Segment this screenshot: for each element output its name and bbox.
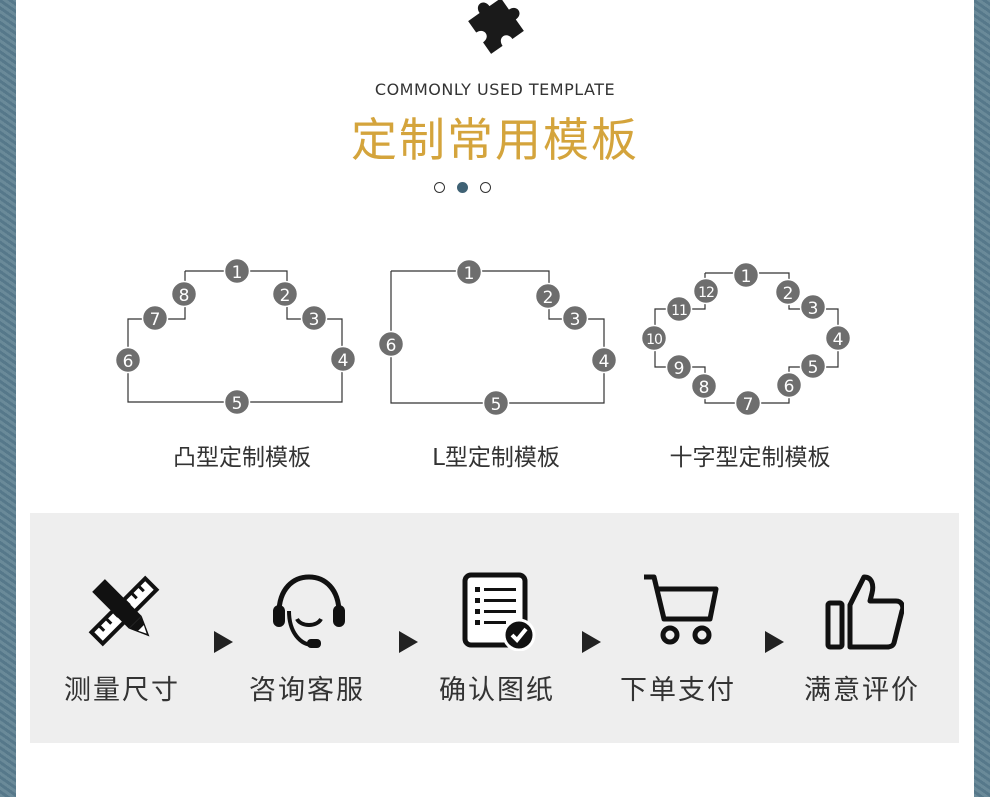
left-frame [0,0,16,797]
convex-template-label: 凸型定制模板 [173,445,311,471]
l-marker-3: 3 [561,304,589,332]
svg-text:5: 5 [491,395,502,415]
pager-dot[interactable] [480,182,491,193]
svg-text:8: 8 [699,378,710,398]
svg-text:3: 3 [570,310,581,330]
convex-marker-5: 5 [223,388,251,416]
l-marker-6: 6 [377,330,405,358]
convex-marker-2: 2 [271,280,299,308]
svg-text:2: 2 [543,288,554,308]
right-frame [974,0,990,797]
svg-text:5: 5 [808,358,819,378]
convex-marker-6: 6 [114,346,142,374]
l-template-label: L型定制模板 [432,445,560,471]
carousel-pager [434,182,491,193]
cross-marker-3: 3 [799,293,827,321]
cross-marker-4: 4 [824,324,852,352]
convex-marker-4: 4 [329,345,357,373]
svg-text:3: 3 [309,310,320,330]
cross-template-diagram: 1 2 3 4 5 6 7 8 9 10 11 12 [640,261,852,417]
pager-dot[interactable] [434,182,445,193]
convex-marker-1: 1 [223,257,251,285]
order-process-strip: 测量尺寸 咨询客服 [30,513,959,743]
l-marker-5: 5 [482,389,510,417]
step-label: 满意评价 [804,675,920,706]
cross-template-label: 十字型定制模板 [669,445,831,471]
svg-text:6: 6 [386,336,397,356]
svg-text:5: 5 [232,394,243,414]
step-pay: 下单支付 [603,513,753,743]
svg-text:2: 2 [783,284,794,304]
cross-marker-6: 6 [775,371,803,399]
section-title: 定制常用模板 [351,113,639,167]
l-template-diagram: 1 2 3 4 5 6 [377,258,618,417]
step-consult: 咨询客服 [232,513,382,743]
svg-text:3: 3 [808,299,819,319]
convex-template-diagram: 1 2 3 4 5 6 7 8 [114,257,357,416]
svg-text:11: 11 [671,303,687,319]
arrow-icon [214,631,233,653]
step-label: 确认图纸 [439,675,555,706]
cross-marker-10: 10 [640,324,668,352]
ruler-pencil-icon [88,575,160,647]
svg-text:1: 1 [464,264,475,284]
arrow-icon [399,631,418,653]
svg-text:1: 1 [741,267,752,287]
cross-marker-2: 2 [774,278,802,306]
pager-dot-active[interactable] [457,182,468,193]
step-review: 满意评价 [787,513,937,743]
cross-marker-9: 9 [665,353,693,381]
convex-marker-8: 8 [170,280,198,308]
arrow-icon [582,631,601,653]
convex-marker-3: 3 [300,304,328,332]
headset-icon [273,574,345,648]
svg-text:2: 2 [280,286,291,306]
cross-marker-7: 7 [734,389,762,417]
svg-text:9: 9 [674,359,685,379]
step-measure: 测量尺寸 [47,513,197,743]
cross-marker-11: 11 [665,295,693,323]
svg-text:4: 4 [833,330,844,350]
svg-text:1: 1 [232,263,243,283]
step-label: 下单支付 [620,675,736,706]
content-panel: COMMONLY USED TEMPLATE 定制常用模板 1 2 3 4 5 … [16,0,974,797]
section-subtitle: COMMONLY USED TEMPLATE [374,80,616,99]
convex-outline [127,270,343,403]
cart-icon [644,574,719,645]
svg-text:4: 4 [338,351,349,371]
svg-text:6: 6 [784,377,795,397]
svg-text:12: 12 [698,285,714,301]
cross-marker-8: 8 [690,372,718,400]
l-outline [390,270,605,404]
cross-marker-5: 5 [799,352,827,380]
convex-marker-7: 7 [141,304,169,332]
cross-outline [654,272,839,404]
svg-text:7: 7 [743,395,754,415]
document-check-icon [462,572,536,651]
cross-marker-12: 12 [692,277,720,305]
step-confirm: 确认图纸 [422,513,572,743]
step-label: 咨询客服 [249,675,365,706]
svg-text:8: 8 [179,286,190,306]
puzzle-icon [468,0,524,54]
svg-text:10: 10 [646,332,662,348]
l-marker-1: 1 [455,258,483,286]
step-label: 测量尺寸 [64,675,180,706]
template-diagrams: 1 2 3 4 5 6 7 8 1 2 3 4 5 6 1 2 3 4 5 6 [114,257,852,417]
svg-text:6: 6 [123,352,134,372]
svg-text:4: 4 [599,352,610,372]
arrow-icon [765,631,784,653]
thumbs-up-icon [825,574,904,650]
l-marker-4: 4 [590,346,618,374]
svg-text:7: 7 [150,310,161,330]
cross-marker-1: 1 [732,261,760,289]
l-marker-2: 2 [534,282,562,310]
